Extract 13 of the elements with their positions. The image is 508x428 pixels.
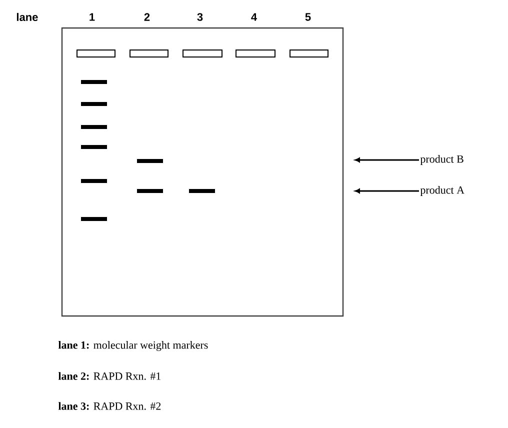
arrow <box>354 158 419 162</box>
axis-label: lane <box>16 12 38 22</box>
lane-number: 4 <box>251 13 257 21</box>
lane-number: 2 <box>144 13 150 21</box>
legend-text: lane 1: molecular weight markers <box>58 341 208 351</box>
product-label: product A <box>420 186 464 196</box>
lane-number: 3 <box>197 13 203 21</box>
legend-text: lane 2: RAPD Rxn. #1 <box>58 372 160 380</box>
product-label: product B <box>420 155 464 165</box>
legend-text: lane 3: RAPD Rxn. #2 <box>58 402 161 410</box>
lane-number: 1 <box>90 13 95 21</box>
lane-number: 5 <box>305 13 311 21</box>
arrow <box>354 188 419 194</box>
